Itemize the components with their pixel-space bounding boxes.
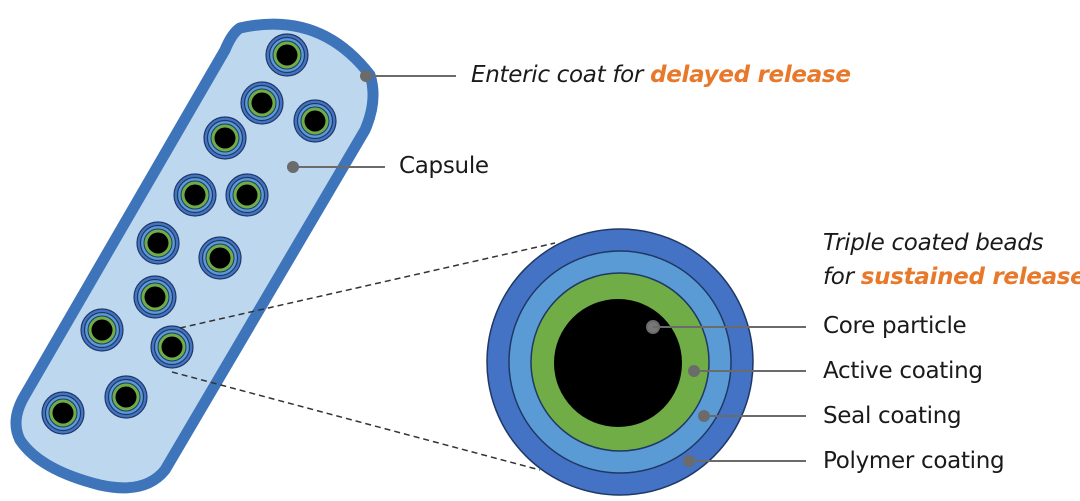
zoom-line-top xyxy=(179,242,556,329)
bead-core xyxy=(147,232,169,254)
bead-core xyxy=(115,386,137,408)
beads-heading-line2: for sustained release xyxy=(823,266,1080,289)
bead-core xyxy=(276,44,298,66)
small-bead xyxy=(173,173,217,217)
small-bead xyxy=(293,99,337,143)
enteric-prefix: Enteric coat for xyxy=(471,62,651,88)
bead-core xyxy=(91,319,113,341)
layer-label-active: Active coating xyxy=(823,358,983,384)
small-bead xyxy=(240,81,284,125)
small-bead xyxy=(150,325,194,369)
small-bead xyxy=(104,375,148,419)
enteric-coat-label: Enteric coat for delayed release xyxy=(471,64,851,87)
bead-core xyxy=(236,184,258,206)
bead-core xyxy=(209,247,231,269)
beads-heading-line1: Triple coated beads xyxy=(823,230,1044,256)
bead-core xyxy=(161,336,183,358)
capsule-body xyxy=(10,18,379,494)
bead-core xyxy=(184,184,206,206)
capsule-label: Capsule xyxy=(399,153,489,179)
beads-heading-prefix: for xyxy=(823,264,861,290)
large-bead xyxy=(486,228,754,496)
zoom-line-bottom xyxy=(171,371,541,471)
small-bead xyxy=(203,116,247,160)
small-bead xyxy=(133,275,177,319)
layer-label-core: Core particle xyxy=(823,313,967,339)
bead-core xyxy=(52,402,74,424)
small-bead xyxy=(41,391,85,435)
bead-core xyxy=(251,92,273,114)
capsule xyxy=(10,18,379,494)
layer-label-seal: Seal coating xyxy=(823,403,962,429)
bead-core xyxy=(304,110,326,132)
layer-label-polymer: Polymer coating xyxy=(823,448,1005,474)
bead-core xyxy=(214,127,236,149)
small-bead xyxy=(198,236,242,280)
bead-core xyxy=(144,286,166,308)
leader-lines xyxy=(287,70,806,467)
bead-group xyxy=(41,33,337,435)
enteric-highlight: delayed release xyxy=(650,62,851,88)
beads-heading-highlight: sustained release xyxy=(860,264,1080,290)
core-particle-circle xyxy=(554,299,682,427)
small-bead xyxy=(80,308,124,352)
small-bead xyxy=(265,33,309,77)
small-bead xyxy=(225,173,269,217)
small-bead xyxy=(136,221,180,265)
